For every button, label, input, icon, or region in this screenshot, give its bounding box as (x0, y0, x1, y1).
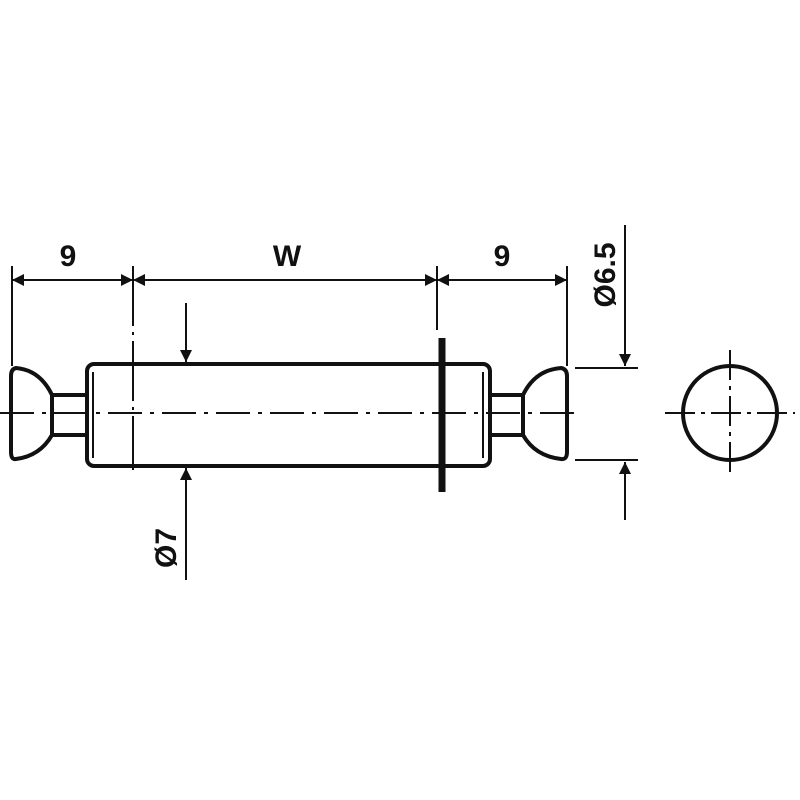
dim-label-left: 9 (60, 240, 77, 273)
right-knob (521, 365, 569, 462)
dim-label-end-diameter: Ø6.5 (589, 242, 622, 307)
dim-label-pin-diameter: Ø7 (150, 528, 183, 568)
right-neck (488, 393, 525, 437)
dim-label-width: W (273, 240, 302, 273)
dim-label-right: 9 (494, 240, 511, 273)
left-knob (9, 365, 54, 462)
pin-body (85, 362, 492, 468)
left-neck (50, 393, 89, 437)
